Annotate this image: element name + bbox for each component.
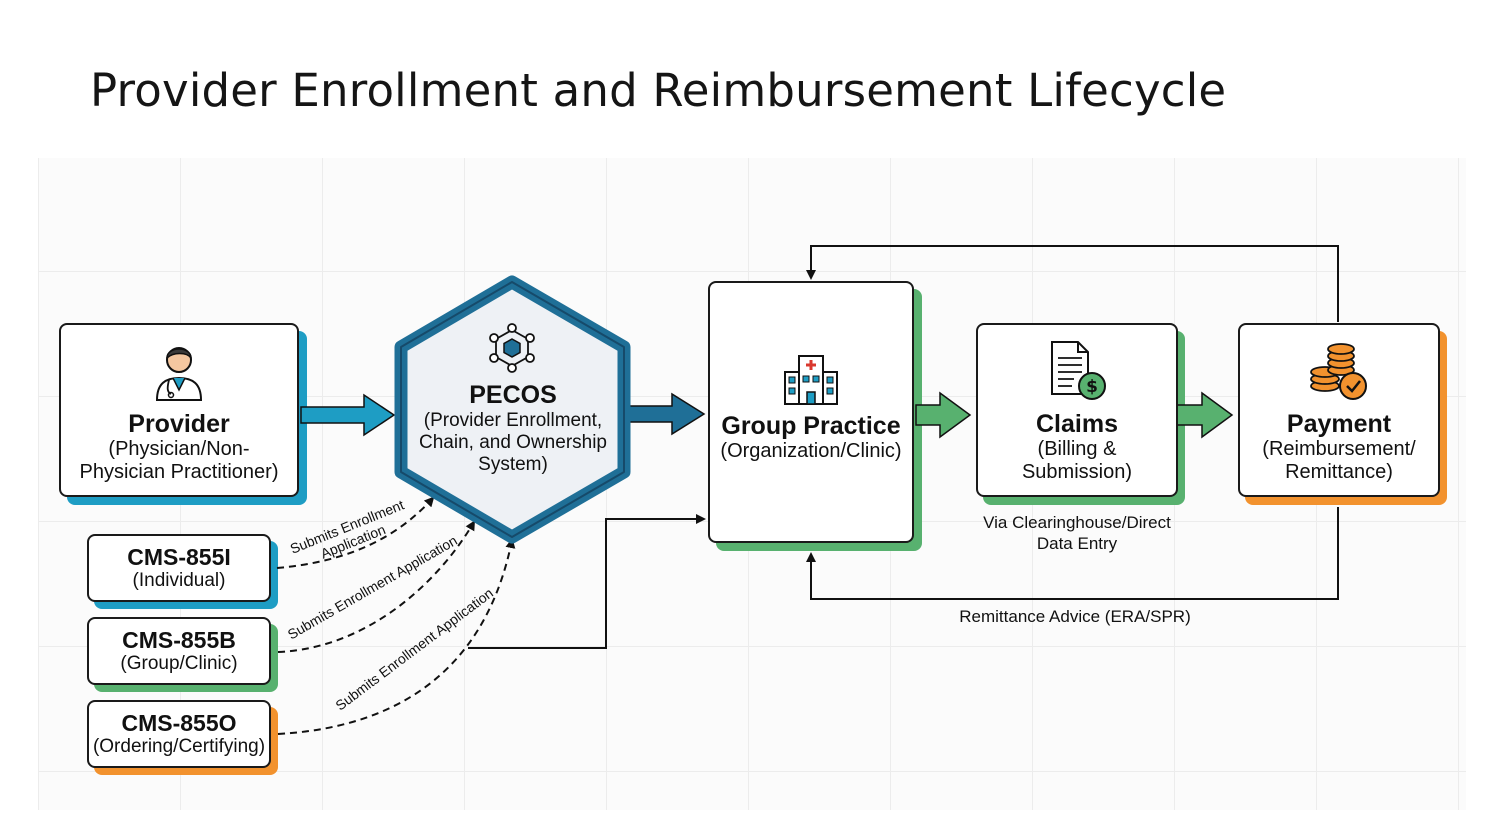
arrow-provider-to-pecos bbox=[300, 393, 396, 437]
cms-855i-title: CMS-855I bbox=[127, 544, 231, 570]
payment-title: Payment bbox=[1286, 410, 1392, 438]
cms-855i-subtitle: (Individual) bbox=[132, 570, 226, 591]
arrow-claims-to-payment bbox=[1176, 391, 1234, 439]
remittance-advice-label: Remittance Advice (ERA/SPR) bbox=[959, 607, 1191, 626]
invoice-dollar-icon: $ bbox=[1051, 341, 1106, 400]
cms-855b-node: CMS-855B (Group/Clinic) bbox=[87, 617, 271, 685]
pecos-node: PECOS (Provider Enrollment, Chain, and O… bbox=[402, 380, 624, 476]
network-hexagon-icon bbox=[489, 323, 535, 373]
provider-node: Provider (Physician/Non-Physician Practi… bbox=[59, 323, 299, 497]
claims-title: Claims bbox=[1036, 410, 1118, 438]
group-practice-node: Group Practice (Organization/Clinic) bbox=[708, 281, 914, 543]
group-practice-subtitle: (Organization/Clinic) bbox=[720, 439, 902, 462]
provider-subtitle: (Physician/Non-Physician Practitioner) bbox=[79, 438, 279, 483]
loop-remittance-to-group bbox=[806, 507, 1339, 600]
arrow-pecos-to-group bbox=[621, 392, 706, 436]
pecos-title: PECOS bbox=[469, 381, 557, 409]
cms-855o-title: CMS-855O bbox=[121, 710, 237, 736]
doctor-icon bbox=[155, 347, 203, 401]
claims-subtitle: (Billing & Submission) bbox=[1021, 438, 1133, 483]
cms-855b-subtitle: (Group/Clinic) bbox=[120, 653, 238, 674]
provider-title: Provider bbox=[128, 410, 230, 438]
cms-855o-subtitle: (Ordering/Certifying) bbox=[92, 736, 266, 757]
coins-check-icon bbox=[1310, 343, 1367, 400]
dashed-855o-to-pecos bbox=[277, 538, 516, 735]
arrow-group-to-claims bbox=[915, 391, 972, 439]
connector-855b-to-group bbox=[468, 514, 706, 649]
loop-payment-to-group-top bbox=[806, 245, 1339, 322]
pecos-hexagon-outline bbox=[400, 281, 625, 538]
pecos-subtitle: (Provider Enrollment, Chain, and Ownersh… bbox=[419, 410, 607, 475]
payment-subtitle: (Reimbursement/ Remittance) bbox=[1262, 438, 1416, 483]
cms-855o-node: CMS-855O (Ordering/Certifying) bbox=[87, 700, 271, 768]
group-practice-title: Group Practice bbox=[721, 411, 901, 440]
hospital-icon bbox=[784, 355, 838, 405]
dashed-855b-to-pecos bbox=[277, 520, 476, 653]
via-clearinghouse-label: Via Clearinghouse/Direct Data Entry bbox=[983, 513, 1171, 553]
diagram-title: Provider Enrollment and Reimbursement Li… bbox=[90, 64, 1227, 117]
cms-855b-title: CMS-855B bbox=[122, 627, 236, 653]
cms-855i-node: CMS-855I (Individual) bbox=[87, 534, 271, 602]
svg-text:$: $ bbox=[1086, 377, 1098, 397]
